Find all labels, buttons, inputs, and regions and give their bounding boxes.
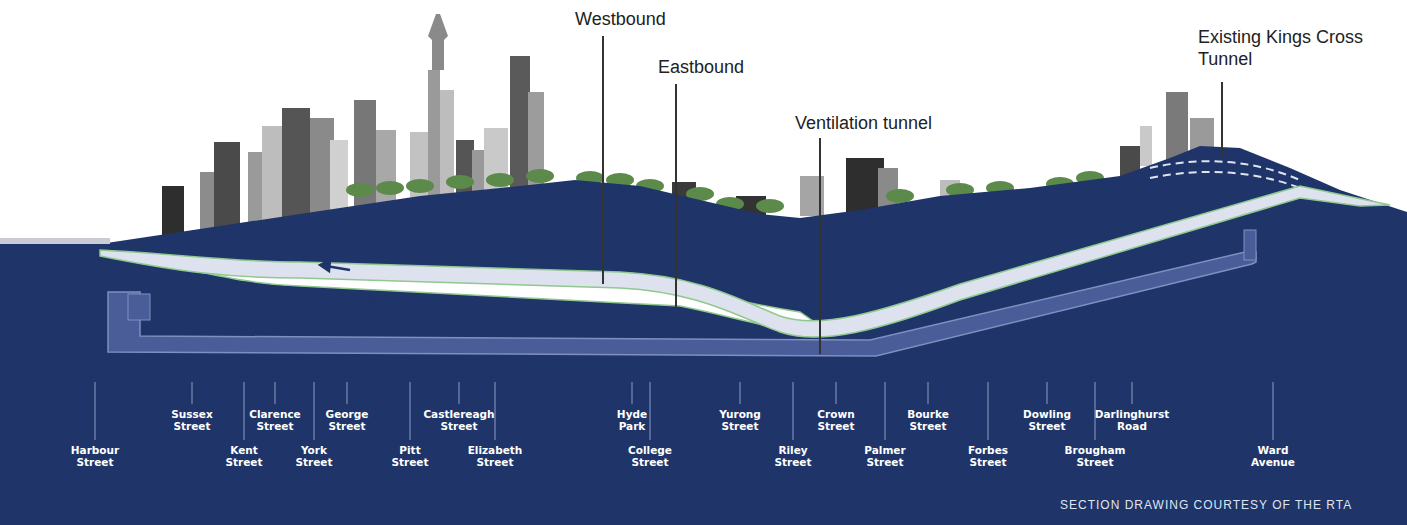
street-tick (95, 382, 96, 440)
building (354, 100, 376, 220)
street-label: Darlinghurst Road (1095, 408, 1170, 432)
street-label: Riley Street (774, 444, 811, 468)
callout-label: Eastbound (658, 56, 744, 78)
ground (0, 146, 1407, 525)
street-label: Dowling Street (1023, 408, 1071, 432)
kings-cross-tunnel (1150, 161, 1300, 180)
street-label: Harbour Street (71, 444, 119, 468)
street-tick (1047, 382, 1048, 404)
direction-arrow (320, 260, 378, 305)
street-tick (275, 382, 276, 404)
street-tick (1273, 382, 1274, 440)
callout-label: Existing Kings Cross Tunnel (1198, 26, 1388, 70)
street-tick (885, 382, 886, 440)
street-label: College Street (628, 444, 672, 468)
street-label: York Street (295, 444, 332, 468)
building (282, 108, 310, 228)
street-label: Pitt Street (391, 444, 428, 468)
street-label: George Street (326, 408, 369, 432)
credit-note: SECTION DRAWING COURTESY OF THE RTA (1060, 498, 1352, 512)
building (262, 126, 284, 226)
building (1166, 92, 1188, 162)
street-tick (410, 382, 411, 440)
street-tick (314, 382, 315, 440)
callout-label: Westbound (575, 8, 666, 30)
street-label: Elizabeth Street (468, 444, 523, 468)
street-label: Sussex Street (171, 408, 212, 432)
street-label: Clarence Street (249, 408, 301, 432)
tree (446, 175, 474, 189)
street-label: Kent Street (225, 444, 262, 468)
street-tick (459, 382, 460, 404)
callout-label: Ventilation tunnel (795, 112, 932, 134)
street-label: Bourke Street (907, 408, 949, 432)
street-tick (740, 382, 741, 404)
street-label: Castlereagh Street (423, 408, 494, 432)
street-tick (1132, 382, 1133, 404)
street-tick (836, 382, 837, 404)
street-label: Forbes Street (968, 444, 1008, 468)
street-label: Ward Avenue (1251, 444, 1295, 468)
street-tick (244, 382, 245, 440)
tree (376, 181, 404, 195)
tree (886, 189, 914, 203)
leader-line (603, 36, 1222, 354)
street-label: Brougham Street (1065, 444, 1126, 468)
building (1140, 126, 1152, 166)
kings-cross-tunnel (1150, 172, 1300, 188)
street-tick (192, 382, 193, 404)
tree (486, 173, 514, 187)
street-label: Yurong Street (719, 408, 761, 432)
tower (428, 14, 448, 70)
street-tick (793, 382, 794, 440)
vent-shaft (128, 294, 150, 320)
westbound-tunnel (100, 186, 1390, 337)
street-label: Hyde Park (617, 408, 647, 432)
street-label: Palmer Street (864, 444, 905, 468)
street-tick (347, 382, 348, 404)
tree (756, 199, 784, 213)
street-tick (928, 382, 929, 404)
street-tick (632, 382, 633, 404)
street-tick (650, 382, 651, 440)
street-tick (95, 382, 1273, 440)
building (484, 128, 508, 198)
vent-shaft (1244, 230, 1256, 260)
street-label: Crown Street (817, 408, 854, 432)
wharf (0, 238, 110, 244)
street-tick (495, 382, 496, 440)
tree (406, 179, 434, 193)
street-tick (988, 382, 989, 440)
tree (346, 183, 374, 197)
tree (526, 169, 554, 183)
building (376, 130, 396, 210)
